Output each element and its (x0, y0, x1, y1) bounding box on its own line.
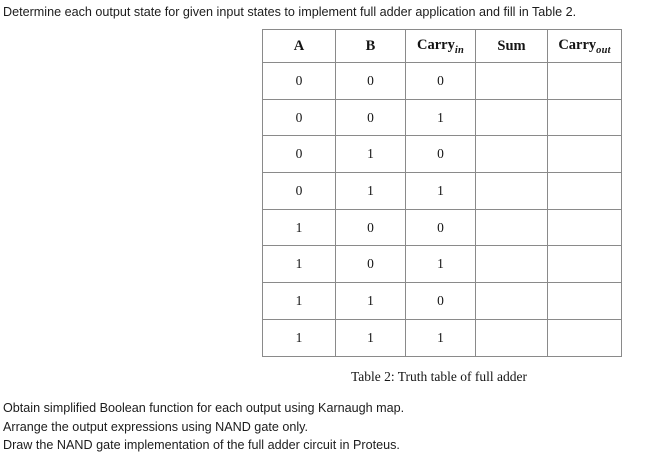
column-header-carry-in: Carryin (405, 29, 476, 63)
column-header-b: B (335, 29, 406, 63)
cell-b: 0 (335, 245, 406, 284)
cell-carry-out-blank[interactable] (547, 172, 622, 210)
prompt-instruction-line: Determine each output state for given in… (3, 5, 577, 19)
table-row: 1 1 0 (262, 282, 622, 320)
cell-a: 1 (262, 208, 336, 247)
column-header-sum-label: Sum (497, 37, 526, 54)
cell-b: 1 (335, 172, 406, 210)
cell-sum-blank[interactable] (475, 282, 548, 320)
table-body: 0 0 0 0 0 1 0 1 0 (262, 62, 622, 357)
cell-carry-out-blank[interactable] (547, 135, 622, 174)
task-item-proteus-circuit: Draw the NAND gate implementation of the… (3, 438, 400, 452)
cell-carry-out-blank[interactable] (547, 208, 622, 247)
cell-a: 1 (262, 245, 336, 284)
cell-sum-blank[interactable] (475, 172, 548, 210)
cell-sum-blank[interactable] (475, 98, 548, 137)
cell-carry-out-blank[interactable] (547, 282, 622, 320)
cell-carry-in: 1 (405, 98, 476, 137)
table-header-row: A B Carryin Sum Carryout (262, 29, 622, 63)
table-caption: Table 2: Truth table of full adder (350, 369, 528, 384)
cell-a: 0 (262, 135, 336, 174)
cell-carry-in: 0 (405, 135, 476, 174)
task-item-nand-expressions: Arrange the output expressions using NAN… (3, 419, 308, 434)
cell-sum-blank[interactable] (475, 318, 548, 357)
cell-a: 0 (262, 98, 336, 137)
column-header-carry-out-subscript: out (596, 44, 611, 56)
cell-sum-blank[interactable] (475, 135, 548, 174)
cell-carry-in: 0 (405, 62, 476, 100)
cell-a: 1 (262, 318, 336, 357)
column-header-carry-out: Carryout (547, 29, 622, 63)
full-adder-truth-table: A B Carryin Sum Carryout (262, 29, 622, 357)
cell-a: 1 (262, 282, 336, 320)
table-row: 0 0 0 (262, 62, 622, 100)
column-header-a-label: A (293, 37, 305, 54)
truth-table-container: A B Carryin Sum Carryout (262, 29, 622, 357)
cell-carry-out-blank[interactable] (547, 98, 622, 137)
table-row: 0 1 1 (262, 172, 622, 210)
cell-carry-in: 0 (405, 208, 476, 247)
table-row: 0 1 0 (262, 135, 622, 174)
task-list: Obtain simplified Boolean function for e… (3, 399, 404, 455)
cell-b: 0 (335, 208, 406, 247)
cell-carry-out-blank[interactable] (547, 62, 622, 100)
cell-carry-out-blank[interactable] (547, 318, 622, 357)
cell-sum-blank[interactable] (475, 208, 548, 247)
column-header-a: A (262, 29, 336, 63)
table-row: 1 0 0 (262, 208, 622, 247)
task-item-karnaugh: Obtain simplified Boolean function for e… (3, 401, 405, 415)
cell-b: 0 (335, 62, 406, 100)
table-row: 1 1 1 (262, 318, 622, 357)
column-header-carry-in-subscript: in (454, 44, 464, 56)
cell-b: 1 (335, 135, 406, 174)
cell-carry-in: 1 (405, 245, 476, 284)
cell-b: 0 (335, 98, 406, 137)
cell-carry-in: 0 (405, 282, 476, 320)
column-header-sum: Sum (475, 29, 548, 63)
cell-a: 0 (262, 172, 336, 210)
column-header-b-label: B (365, 37, 376, 54)
column-header-carry-in-label: Carry (417, 36, 455, 53)
table-header: A B Carryin Sum Carryout (262, 29, 622, 63)
cell-sum-blank[interactable] (475, 245, 548, 284)
column-header-carry-out-label: Carry (558, 36, 597, 53)
table-row: 0 0 1 (262, 98, 622, 137)
table-row: 1 0 1 (262, 245, 622, 284)
cell-b: 1 (335, 282, 406, 320)
cell-carry-in: 1 (405, 318, 476, 357)
cell-b: 1 (335, 318, 406, 357)
cell-a: 0 (262, 62, 336, 100)
cell-carry-in: 1 (405, 172, 476, 210)
cell-carry-out-blank[interactable] (547, 245, 622, 284)
cell-sum-blank[interactable] (475, 62, 548, 100)
